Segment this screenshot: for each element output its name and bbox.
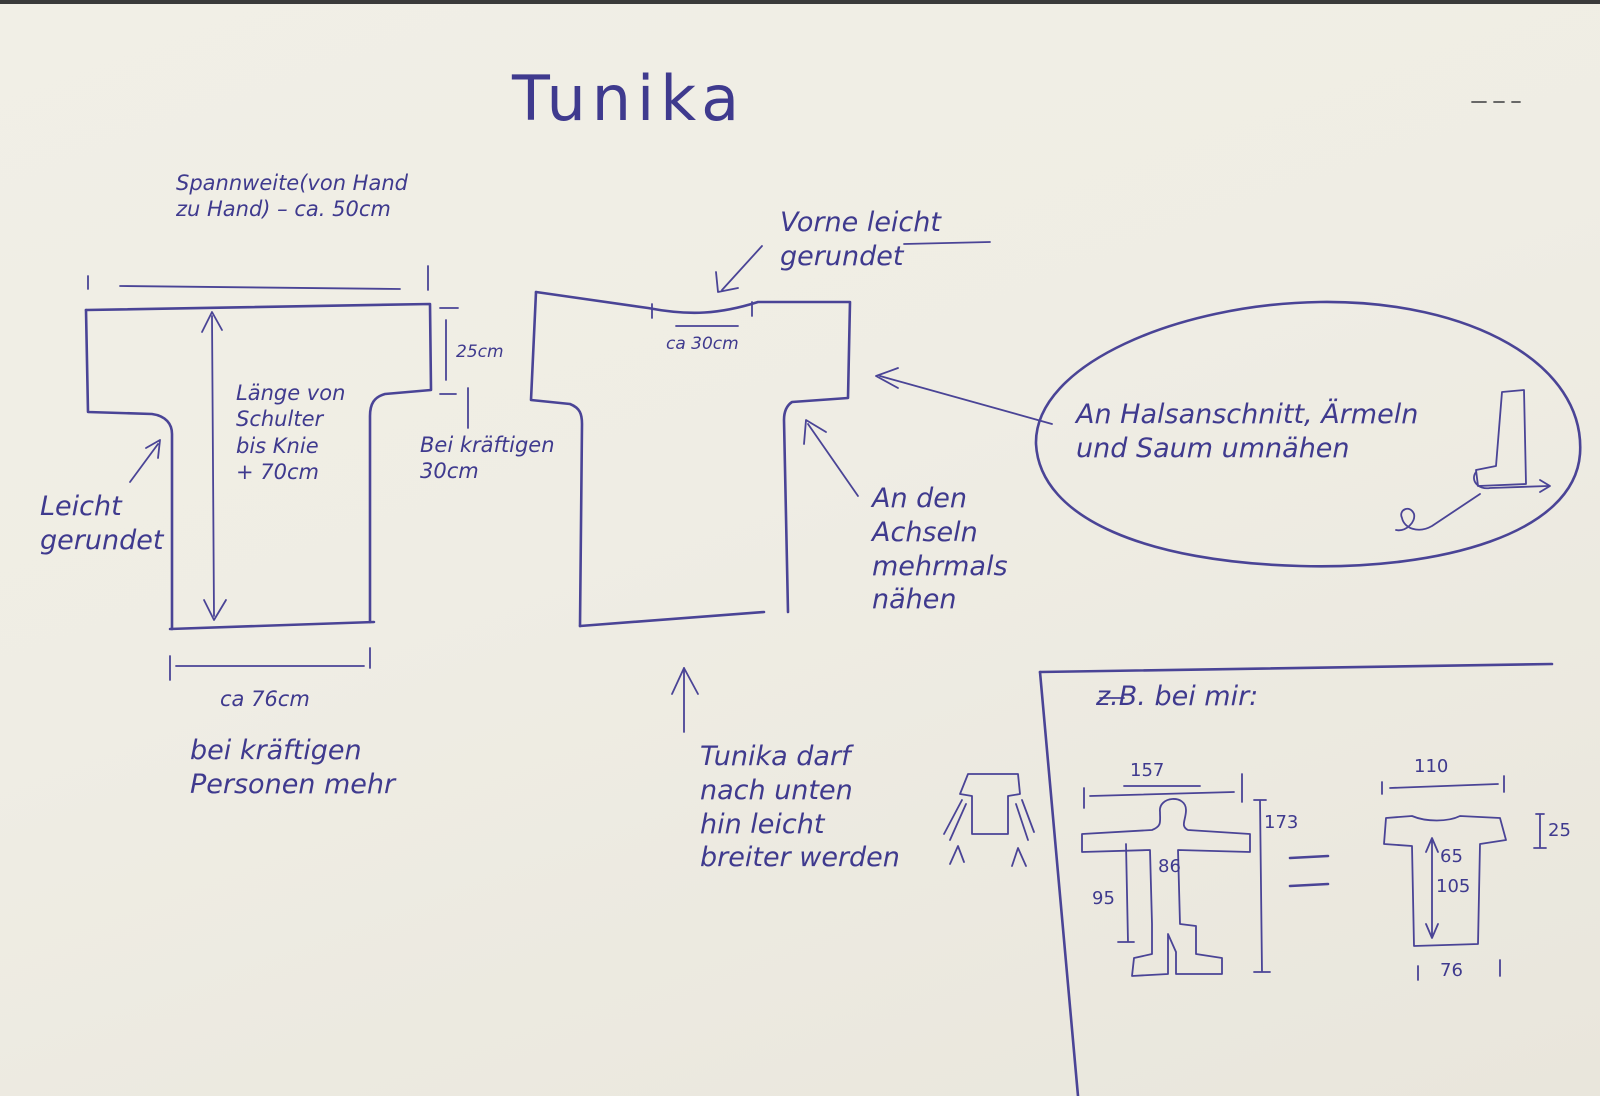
rounded-arrow [129, 439, 161, 483]
strong-people-sleeve-label: Bei kräftigen 30cm [420, 433, 555, 484]
left-tunic-outline [84, 302, 433, 631]
example-heading: z.B. bei mir: [1096, 681, 1259, 712]
sketch-drawing [84, 101, 1582, 1096]
tunic-span-value: 110 [1414, 756, 1449, 777]
armpit-note: An den Achseln mehrmals nähen [872, 483, 1008, 616]
waist-value: 86 [1158, 856, 1181, 877]
bubble-arrow [875, 367, 1053, 425]
width-dimension [169, 647, 371, 681]
right-tunic-outline [529, 290, 852, 628]
sleeve-height-label: 25cm [456, 342, 504, 362]
rounded-note: Leicht gerundet [40, 491, 164, 556]
sleeve-dimension [439, 307, 469, 429]
body-height-value: 173 [1264, 812, 1299, 833]
example-box [1038, 662, 1554, 1096]
length-label: Länge von Schulter bis Knie + 70cm [236, 381, 346, 484]
tunic-length-value: 105 [1436, 876, 1471, 897]
neck-width-label: ca 30cm [666, 334, 739, 354]
page-title: Tunika [512, 62, 746, 135]
front-note: Vorne leicht gerundet [780, 207, 941, 272]
widening-note: Tunika darf nach unten hin leicht breite… [700, 741, 900, 874]
widening-arrow [671, 667, 699, 733]
bubble-text: An Halsanschnitt, Ärmeln und Saum umnähe… [1076, 399, 1419, 464]
tunic-sleeve-value: 25 [1548, 820, 1571, 841]
width-note: bei kräftigen Personen mehr [190, 735, 396, 800]
instruction-bubble [1034, 300, 1582, 568]
width-label: ca 76cm [220, 687, 310, 711]
length-arrow [201, 311, 227, 621]
neck-dimension [651, 301, 753, 327]
leg-value: 95 [1092, 888, 1115, 909]
span-label: Spannweite(von Hand zu Hand) – ca. 50cm [176, 171, 408, 222]
span-dimension [87, 265, 429, 291]
front-arrow [715, 241, 991, 293]
paper-sheet: Tunika Spannweite(von Hand zu Hand) – ca… [0, 4, 1600, 1096]
tunic-hem-value: 76 [1440, 960, 1463, 981]
arm-span-value: 157 [1130, 760, 1165, 781]
armpit-arrow [803, 419, 859, 497]
tunic-chest-value: 65 [1440, 846, 1463, 867]
mini-tunic-sketch [943, 773, 1035, 867]
